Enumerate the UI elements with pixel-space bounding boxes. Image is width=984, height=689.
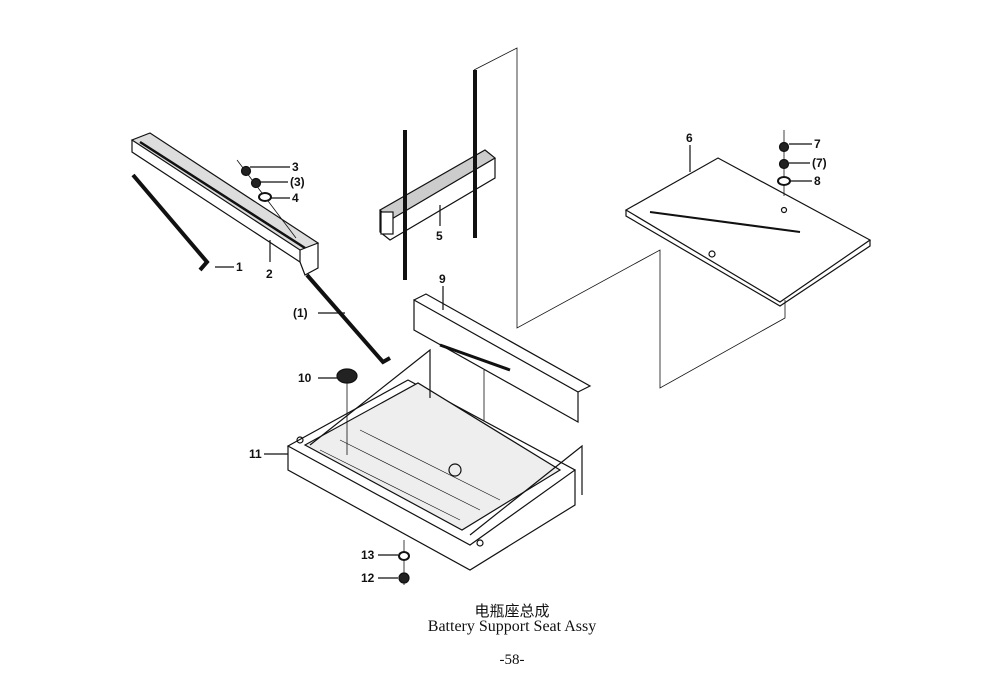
label-part-9: 9 bbox=[439, 272, 446, 286]
label-part-10: 10 bbox=[298, 371, 312, 385]
part-1b-rod bbox=[305, 273, 391, 365]
label-part-11: 11 bbox=[249, 447, 262, 461]
label-part-13: 13 bbox=[361, 548, 375, 562]
label-part-3b: (3) bbox=[290, 175, 305, 189]
label-part-4: 4 bbox=[292, 191, 299, 205]
label-part-1: 1 bbox=[236, 260, 243, 274]
page-number: -58- bbox=[499, 652, 525, 668]
label-part-7: 7 bbox=[814, 137, 821, 151]
part-6-plate bbox=[624, 157, 872, 307]
label-part-3: 3 bbox=[292, 160, 299, 174]
part-11-tray bbox=[286, 348, 583, 571]
label-part-12: 12 bbox=[361, 571, 375, 585]
label-part-2: 2 bbox=[266, 267, 273, 281]
caption-title-cn: 电瓶座总成 bbox=[474, 602, 550, 620]
part-1-rod bbox=[131, 173, 210, 272]
caption-title-en: Battery Support Seat Assy bbox=[427, 618, 597, 635]
label-part-6: 6 bbox=[686, 131, 693, 145]
label-part-5: 5 bbox=[436, 229, 443, 243]
label-part-8: 8 bbox=[814, 174, 821, 188]
label-part-1b: (1) bbox=[293, 306, 308, 320]
part-5-bracket bbox=[379, 70, 497, 280]
part-9-board bbox=[413, 293, 592, 424]
label-part-7b: (7) bbox=[812, 156, 827, 170]
part-2-rail bbox=[130, 132, 320, 276]
